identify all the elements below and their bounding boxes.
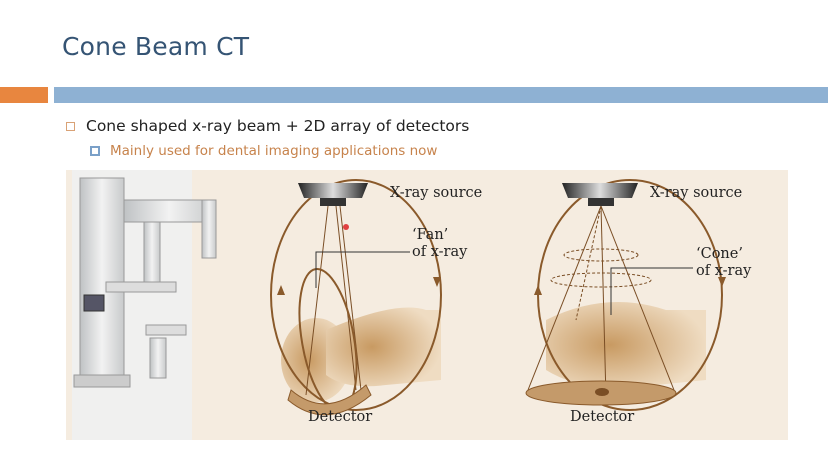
- bullet-item: Cone shaped x-ray beam + 2D array of det…: [66, 117, 469, 135]
- source-label-right: X-ray source: [650, 185, 743, 201]
- sub-bullet-text: Mainly used for dental imaging applicati…: [110, 143, 438, 159]
- bullet-square-icon: [90, 146, 100, 156]
- fan-label-line1: ‘Fan’: [412, 227, 449, 243]
- sub-bullet-item: Mainly used for dental imaging applicati…: [90, 143, 437, 159]
- slide-title: Cone Beam CT: [62, 32, 250, 61]
- cone-label-line2: of x-ray: [696, 263, 752, 279]
- cbct-machine-image: [72, 170, 217, 440]
- cone-beam-diagram: [525, 179, 726, 411]
- detector-label-left: Detector: [308, 409, 373, 425]
- accent-bar-blue: [54, 87, 828, 103]
- detector-label-right: Detector: [570, 409, 635, 425]
- figure-illustration: [72, 170, 726, 440]
- bullet-square-icon: [66, 121, 75, 131]
- accent-bar-orange: [0, 87, 48, 103]
- cbct-figure: X-ray source ‘Fan’ of x-ray Detector X-r…: [66, 170, 788, 440]
- source-label-left: X-ray source: [390, 185, 483, 201]
- fan-beam-diagram: [270, 179, 442, 416]
- cone-label-line1: ‘Cone’: [696, 246, 743, 262]
- laser-pointer-dot: [343, 224, 349, 230]
- bullet-text: Cone shaped x-ray beam + 2D array of det…: [86, 117, 470, 135]
- fan-label-line2: of x-ray: [412, 244, 468, 260]
